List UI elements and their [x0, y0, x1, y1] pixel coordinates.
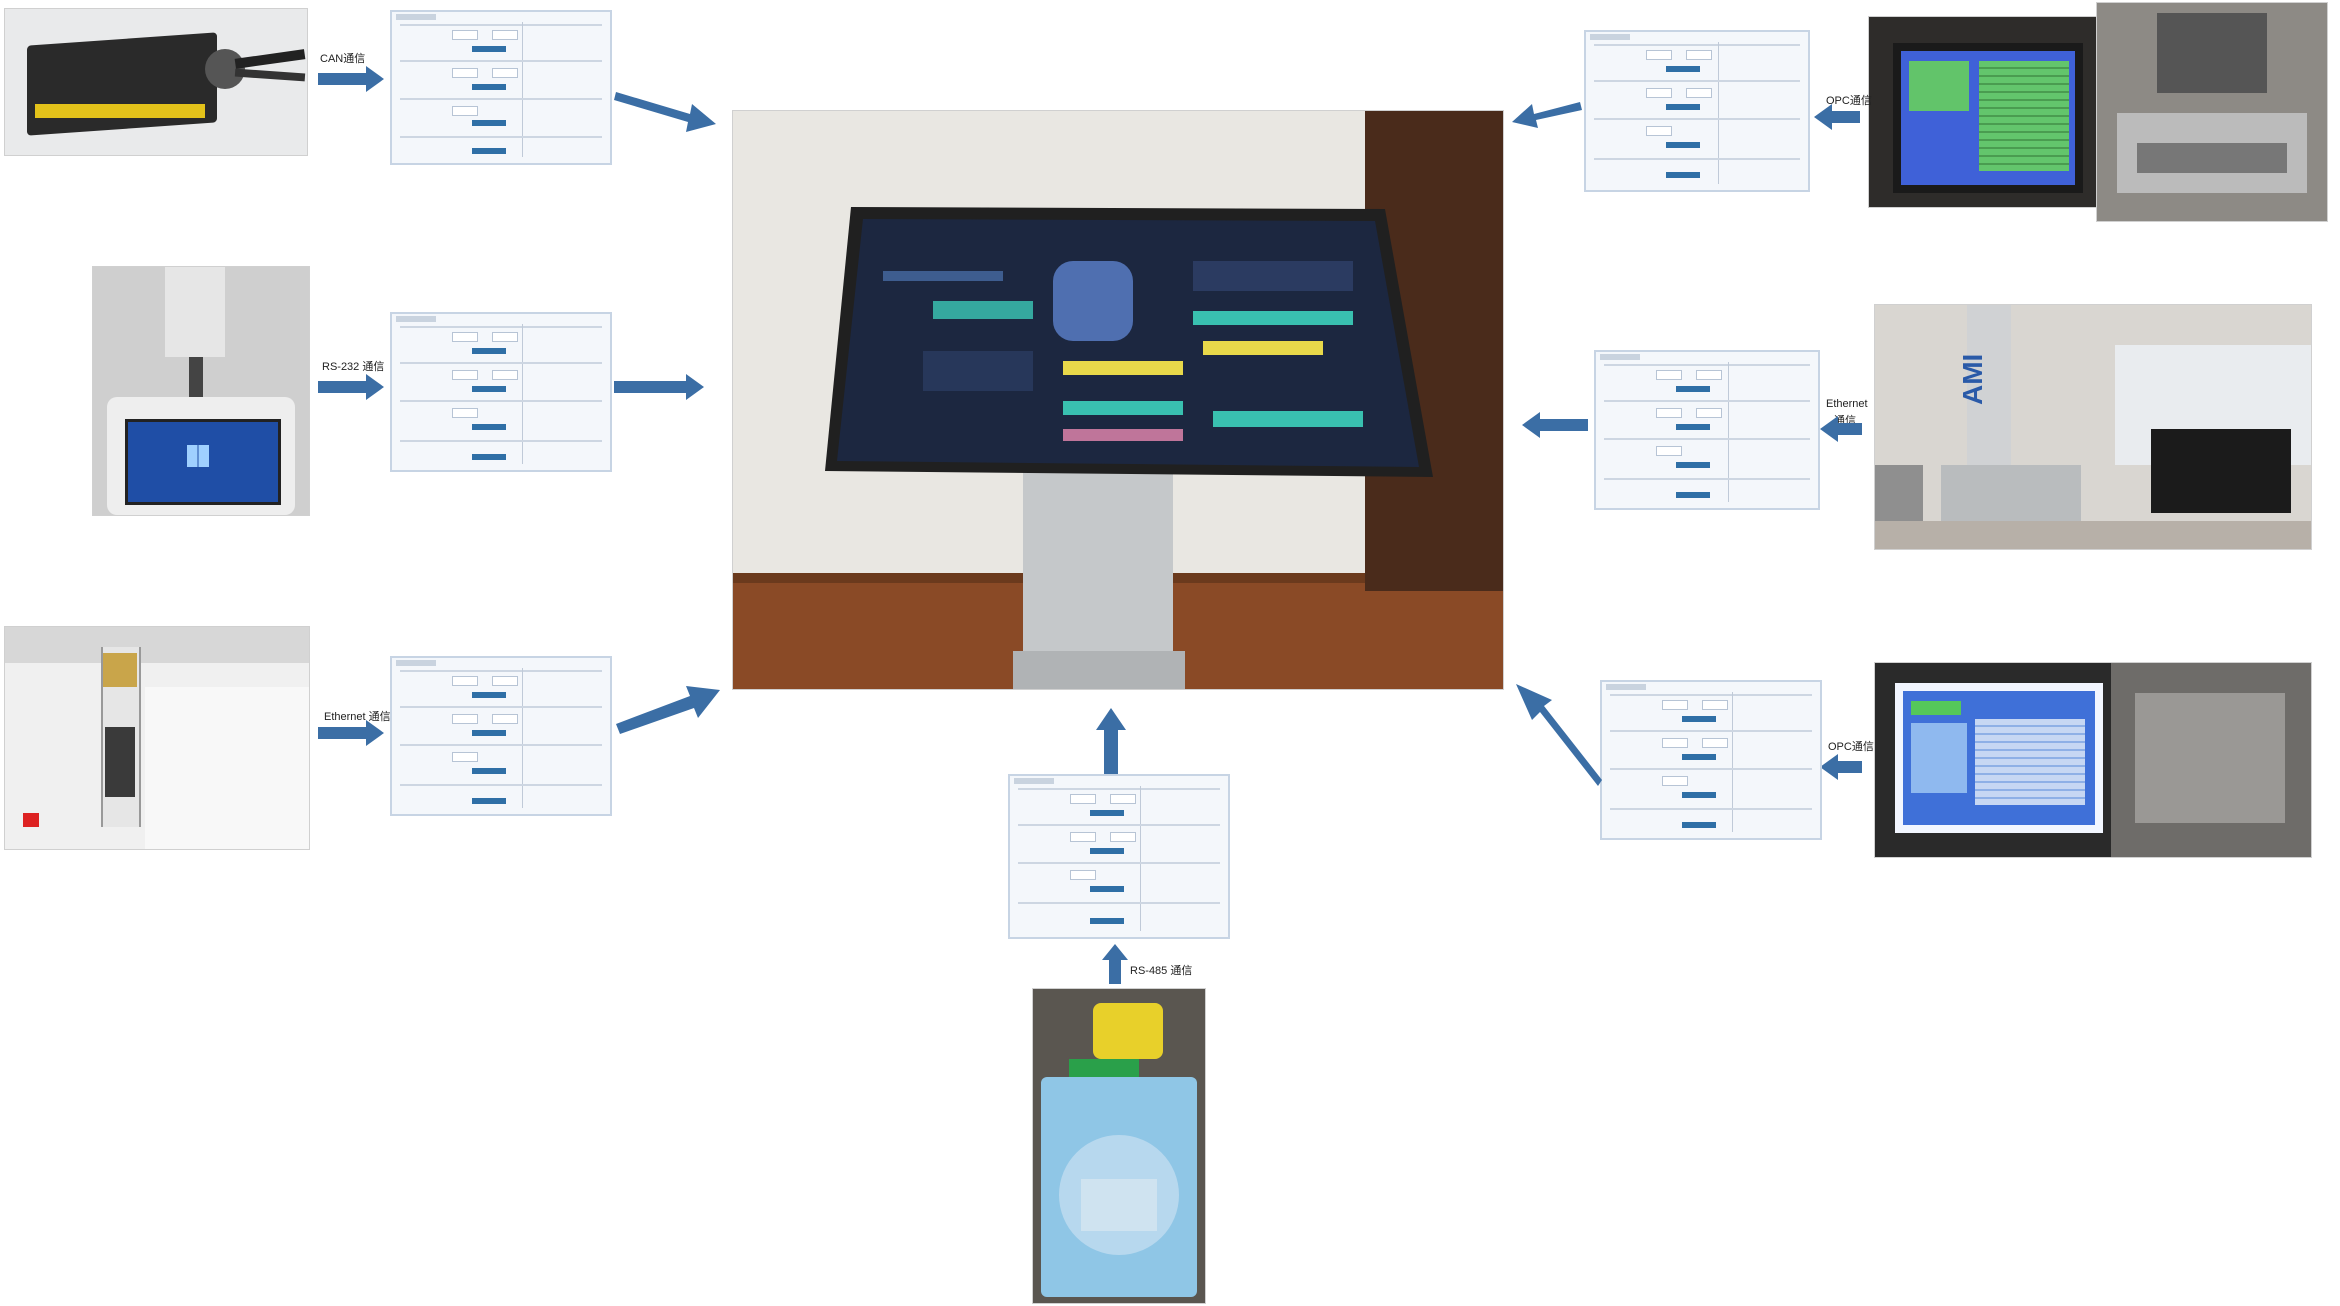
opc-top-device-photo [1868, 16, 2098, 208]
config-panel-rs485 [1008, 774, 1230, 939]
can-label: CAN通信 [320, 53, 366, 65]
ami-logo: AMI [1957, 353, 1988, 405]
ethernet-right-device-photo: AMI [1874, 304, 2312, 550]
rs232-label: RS-232 通信 [322, 361, 385, 373]
config-panel-ethernet-right [1594, 350, 1820, 510]
config-panel-ethernet-left [390, 656, 612, 816]
arrow-icon [1814, 104, 1860, 130]
ethernet-right-label-1: Ethernet [1826, 398, 1868, 410]
config-panel-opc-bottom [1600, 680, 1822, 840]
rs485-device-photo [1032, 988, 1206, 1304]
arrow-icon [1512, 102, 1582, 128]
arrow-icon [1820, 416, 1862, 442]
windows-logo-icon [187, 445, 209, 467]
arrow-icon [318, 374, 384, 400]
arrow-icon [318, 720, 384, 746]
arrow-icon [1102, 944, 1128, 984]
rs485-label: RS-485 通信 [1130, 965, 1193, 977]
arrow-icon [1522, 412, 1588, 438]
arrow-icon [616, 686, 720, 734]
arrow-icon [1516, 684, 1602, 786]
arrow-icon [614, 92, 716, 132]
opc-bottom-label: OPC通信 [1828, 741, 1874, 753]
rs232-device-photo [92, 266, 310, 516]
config-panel-rs232 [390, 312, 612, 472]
kiosk-dashboard-photo [732, 110, 1504, 690]
arrow-icon [1820, 754, 1862, 780]
can-device-photo [4, 8, 308, 156]
opc-top-machine-photo [2096, 2, 2328, 222]
config-panel-can [390, 10, 612, 165]
ethernet-left-label: Ethernet 通信 [324, 711, 391, 723]
ethernet-left-device-photo [4, 626, 310, 850]
opc-bottom-device-photo [1874, 662, 2312, 858]
arrow-icon [1096, 708, 1126, 780]
config-panel-opc-top [1584, 30, 1810, 192]
arrow-icon [614, 374, 704, 400]
arrow-icon [318, 66, 384, 92]
opc-top-label: OPC通信 [1826, 95, 1872, 107]
